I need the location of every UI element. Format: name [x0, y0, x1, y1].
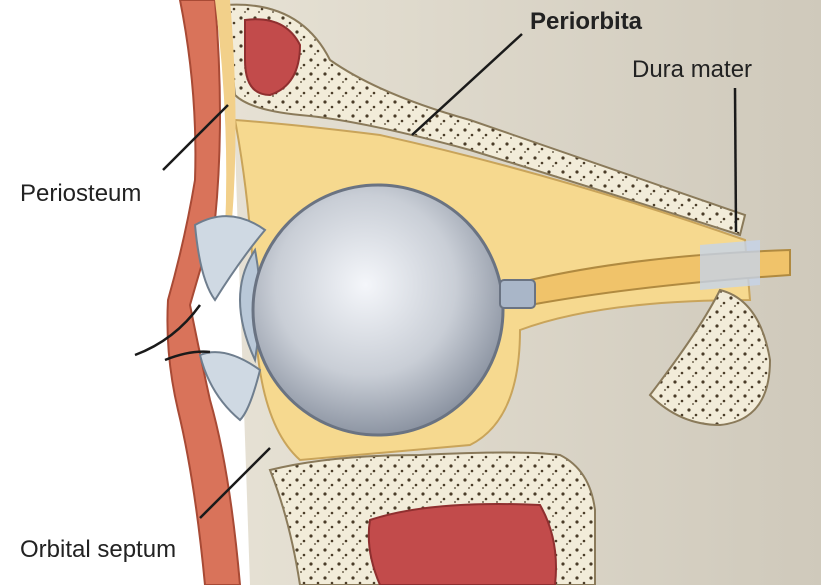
- dura-sheath: [700, 240, 760, 290]
- dura-mater-leader: [735, 88, 736, 232]
- periosteum-label: Periosteum: [20, 182, 141, 206]
- periorbita-label: Periorbita: [530, 10, 642, 34]
- maxillary-sinus: [369, 504, 556, 585]
- optic-disc: [500, 280, 535, 308]
- orbital-septum-label: Orbital septum: [20, 538, 176, 562]
- eyeball: [253, 185, 503, 435]
- dura-mater-label: Dura mater: [632, 58, 752, 82]
